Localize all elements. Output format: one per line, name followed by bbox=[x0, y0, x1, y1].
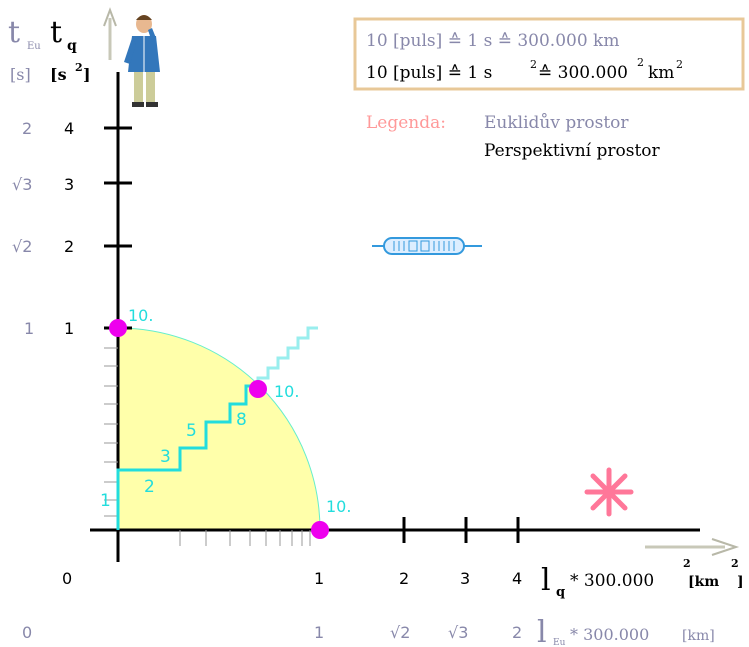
l-q-unit-close: ] bbox=[737, 574, 744, 590]
x-tick-eu: 2 bbox=[512, 623, 522, 642]
step-label: 2 bbox=[144, 477, 155, 497]
y-tick-eu: 1 bbox=[24, 319, 34, 338]
y-tick-q: 3 bbox=[64, 175, 74, 194]
info-line-2c: km bbox=[648, 63, 674, 83]
y-tick-q: 4 bbox=[64, 119, 74, 138]
unit-s2-close: ] bbox=[83, 65, 91, 84]
x-tick-q: 2 bbox=[399, 569, 409, 588]
marker-label: 10. bbox=[128, 306, 153, 325]
l-eu-mult: * 300.000 bbox=[570, 625, 649, 644]
l-q-sub: q bbox=[556, 585, 565, 600]
l-eu-unit: [km] bbox=[682, 628, 715, 644]
y-tick-eu: √2 bbox=[12, 237, 32, 256]
info-line-1: 10 [puls] ≙ 1 s ≙ 300.000 km bbox=[366, 31, 619, 51]
l-q-mult: * 300.000 bbox=[570, 571, 654, 591]
legend-euclid: Euklidův prostor bbox=[484, 113, 629, 133]
x-tick-eu: 0 bbox=[22, 623, 32, 642]
l-eu-label: l bbox=[537, 615, 547, 647]
legend-perspective: Perspektivní prostor bbox=[484, 141, 661, 161]
x-tick-eu: 1 bbox=[314, 623, 324, 642]
l-q-label: l bbox=[541, 563, 551, 598]
marker-label: 10. bbox=[274, 382, 299, 401]
l-q-sup: 2 bbox=[683, 557, 691, 570]
x-tick-eu: √3 bbox=[448, 623, 468, 642]
step-label: 5 bbox=[186, 421, 197, 441]
x-tick-q: 0 bbox=[62, 569, 72, 588]
info-line-2b: ≙ 300.000 bbox=[538, 63, 628, 83]
y-tick-eu: √3 bbox=[12, 175, 32, 194]
unit-s2: [s bbox=[50, 65, 67, 84]
y-tick-eu: 2 bbox=[22, 119, 32, 138]
l-q-unit: [km bbox=[688, 574, 719, 590]
marker-label: 10. bbox=[326, 497, 351, 516]
info-line-2-sup3: 2 bbox=[676, 58, 683, 71]
x-tick-q: 1 bbox=[314, 569, 324, 588]
l-q-unit-sup: 2 bbox=[731, 557, 739, 570]
x-tick-eu: √2 bbox=[390, 623, 410, 642]
step-label: 1 bbox=[100, 491, 111, 511]
y-tick-q: 1 bbox=[64, 319, 74, 338]
t-q-sub: q bbox=[67, 38, 77, 54]
y-tick-q: 2 bbox=[64, 237, 74, 256]
info-line-2-sup1: 2 bbox=[530, 58, 537, 71]
info-line-2a: 10 [puls] ≙ 1 s bbox=[366, 63, 492, 83]
x-tick-q: 3 bbox=[460, 569, 470, 588]
unit-s2-sup: 2 bbox=[75, 61, 83, 74]
t-q-label: t bbox=[50, 15, 62, 50]
info-line-2-sup2: 2 bbox=[637, 56, 644, 69]
t-eu-label: t bbox=[8, 15, 20, 50]
t-eu-sub: Eu bbox=[27, 41, 41, 52]
step-label: 8 bbox=[236, 410, 247, 430]
x-tick-q: 4 bbox=[512, 569, 522, 588]
legend-title: Legenda: bbox=[366, 113, 446, 133]
l-eu-sub: Eu bbox=[553, 638, 566, 647]
unit-s: [s] bbox=[10, 65, 31, 84]
step-label: 3 bbox=[160, 447, 171, 467]
